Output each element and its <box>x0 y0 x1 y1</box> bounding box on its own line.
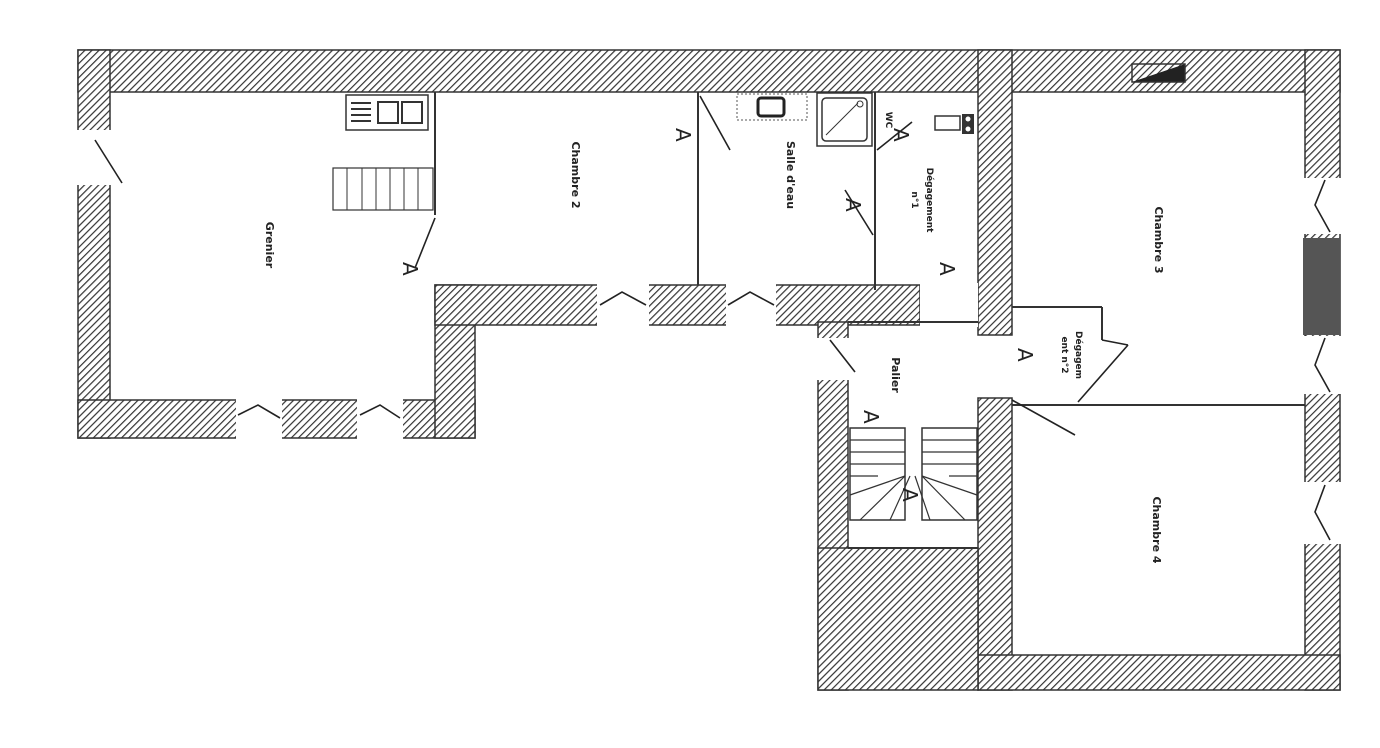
top-wall <box>77 49 1341 93</box>
chimney <box>1303 238 1340 335</box>
door-grenier-chambre2[interactable] <box>414 217 436 269</box>
door-degagement2[interactable] <box>1101 339 1129 346</box>
staircase-icon <box>849 427 978 521</box>
door-palier[interactable] <box>829 339 856 373</box>
marker-a: A <box>889 128 913 142</box>
room-label-degagement2-number: ent n°2 <box>1059 336 1069 373</box>
middle-wall-upper <box>977 49 1013 336</box>
door-chambre2[interactable] <box>699 95 731 151</box>
walls <box>76 49 1342 691</box>
room-label-degagement2: Dégagem <box>1073 331 1084 379</box>
door-salle-eau-corridor[interactable] <box>727 291 775 306</box>
middle-wall-lower <box>977 397 1013 691</box>
room-label-palier: Palier <box>889 357 902 393</box>
marker-a: A <box>1013 348 1037 362</box>
room-label-wc: WC <box>883 112 893 129</box>
sink-icon <box>736 93 808 121</box>
corridor-wall <box>434 284 921 326</box>
marker-a: A <box>671 128 695 142</box>
marker-a: A <box>859 410 883 424</box>
window-chambre3-2[interactable] <box>1314 337 1331 393</box>
attic-ladder-icon <box>332 167 434 211</box>
door-salle-eau[interactable] <box>844 189 874 236</box>
window-grenier-2[interactable] <box>359 404 401 419</box>
room-label-grenier: Grenier <box>263 222 276 269</box>
partitions <box>434 92 1305 549</box>
window-chambre4[interactable] <box>1314 484 1331 541</box>
room-label-chambre2: Chambre 2 <box>569 141 582 208</box>
room-label-degagement1-number: n°1 <box>909 191 919 208</box>
room-label-degagement1: Dégagement <box>924 168 935 234</box>
marker-a: A <box>898 488 922 502</box>
room-label-chambre3: Chambre 3 <box>1152 206 1165 273</box>
grenier-left-wall <box>77 49 111 439</box>
window-chambre3-1[interactable] <box>1314 179 1331 233</box>
bottom-wall <box>977 654 1341 691</box>
markers: A A A A A A A A <box>398 128 1037 502</box>
room-labels: Grenier Chambre 2 Salle d'eau WC Dégagem… <box>263 112 1165 564</box>
marker-a: A <box>935 262 959 276</box>
door-grenier[interactable] <box>94 139 123 184</box>
marker-a: A <box>841 198 865 212</box>
fixtures <box>332 92 978 521</box>
stove-icon <box>345 94 429 131</box>
window-grenier-1[interactable] <box>237 404 281 419</box>
door-wc[interactable] <box>876 121 913 151</box>
door-chambre4[interactable] <box>1011 399 1076 436</box>
room-label-chambre4: Chambre 4 <box>1150 496 1163 563</box>
toilet-icon <box>934 114 974 134</box>
marker-a: A <box>398 262 422 276</box>
doors <box>94 95 1331 541</box>
room-label-salle-eau: Salle d'eau <box>784 141 797 209</box>
chimney-flue-icon <box>1132 64 1185 82</box>
shower-icon <box>816 92 873 147</box>
door-chambre2-corridor[interactable] <box>599 291 647 306</box>
stair-void <box>817 547 979 691</box>
